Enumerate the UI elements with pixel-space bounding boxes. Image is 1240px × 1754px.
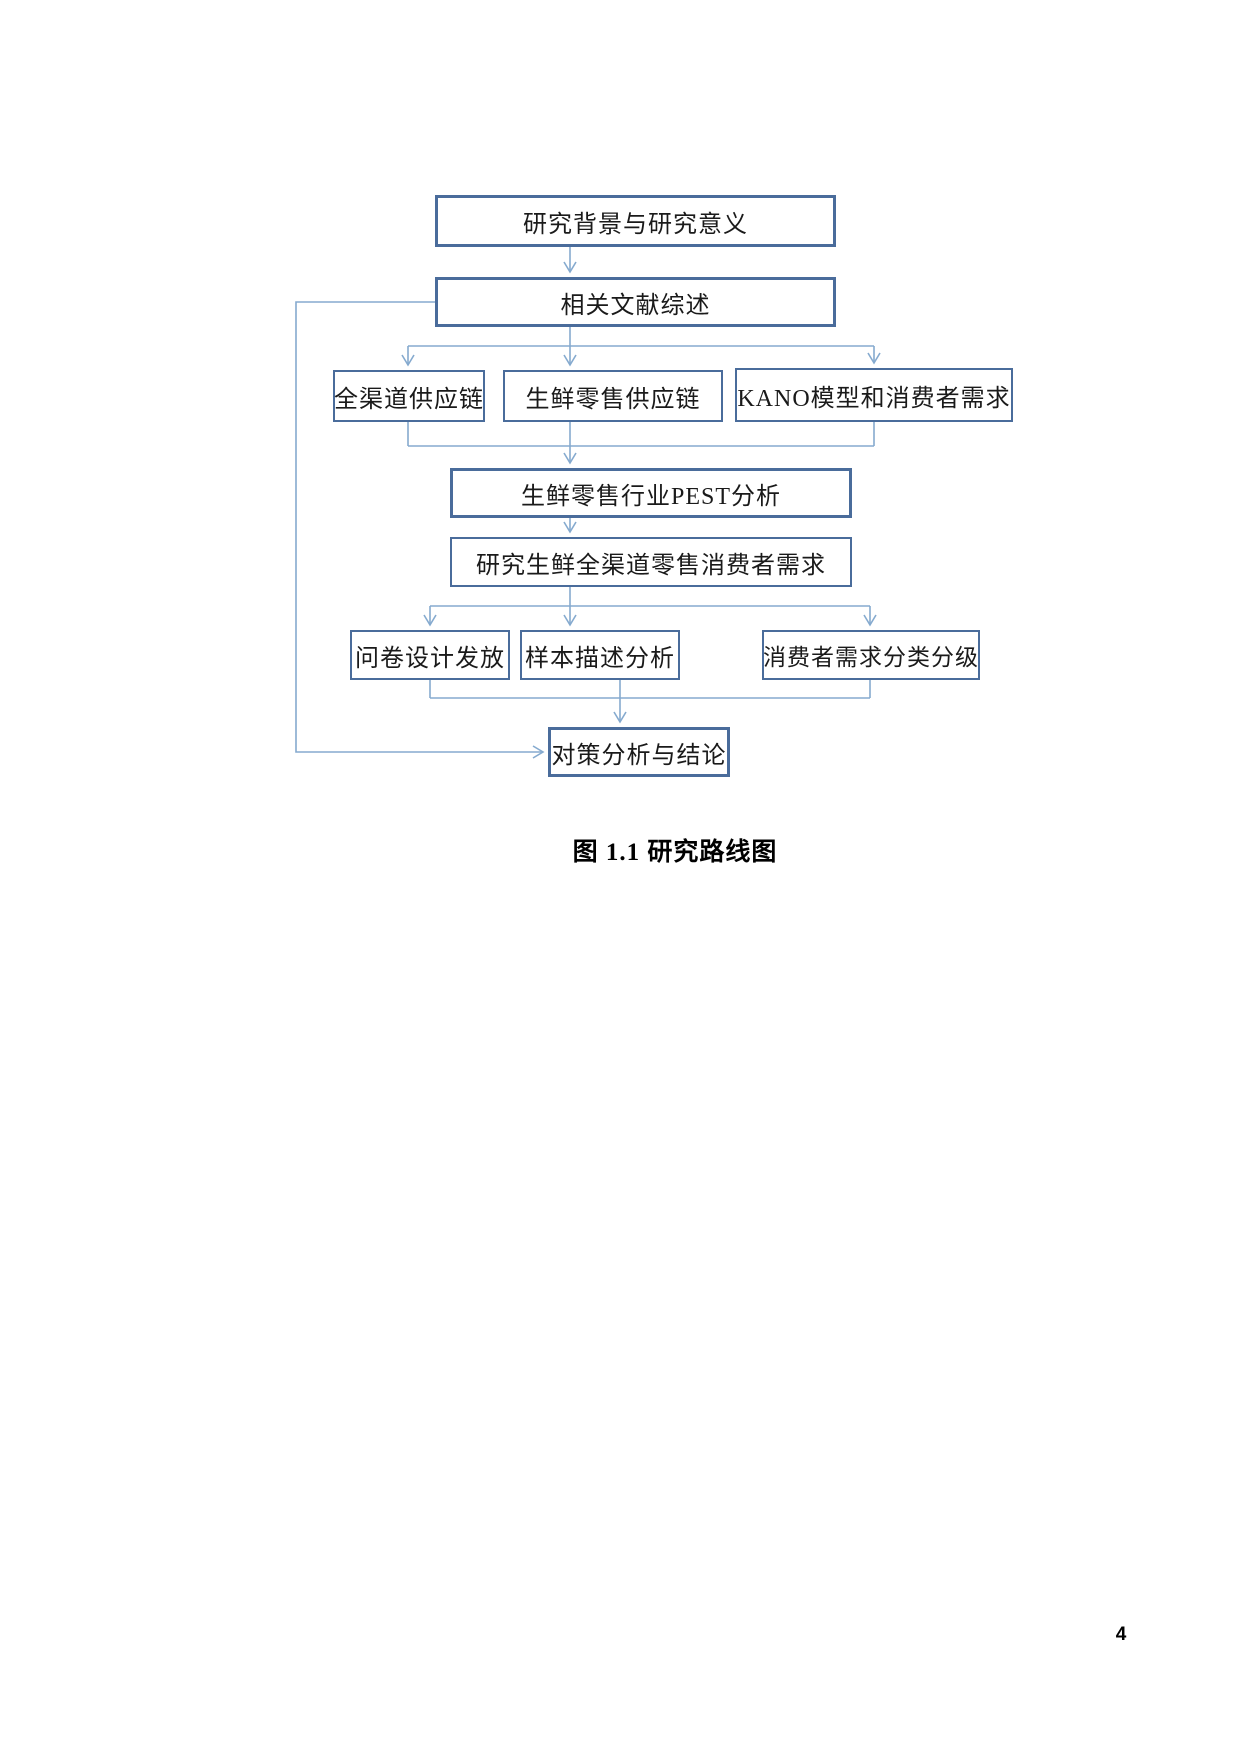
flow-node-conclusion: 对策分析与结论 — [548, 727, 730, 777]
flow-node-fresh-retail-supply-chain: 生鲜零售供应链 — [503, 370, 723, 422]
figure-caption: 图 1.1 研究路线图 — [572, 839, 778, 866]
flow-node-research-background: 研究背景与研究意义 — [435, 195, 836, 247]
flow-node-kano-model: KANO模型和消费者需求 — [735, 368, 1013, 422]
flow-node-omnichannel-supply-chain: 全渠道供应链 — [333, 370, 485, 422]
flow-node-literature-review: 相关文献综述 — [435, 277, 836, 327]
flow-node-pest-analysis: 生鲜零售行业PEST分析 — [450, 468, 852, 518]
flow-node-consumer-demand-research: 研究生鲜全渠道零售消费者需求 — [450, 537, 852, 587]
flow-node-questionnaire-design: 问卷设计发放 — [350, 630, 510, 680]
flow-node-sample-analysis: 样本描述分析 — [520, 630, 680, 680]
flow-node-demand-classification: 消费者需求分类分级 — [762, 630, 980, 680]
connector-lit-to-conclusion — [295, 301, 545, 759]
page-number: 4 — [1115, 1624, 1127, 1645]
